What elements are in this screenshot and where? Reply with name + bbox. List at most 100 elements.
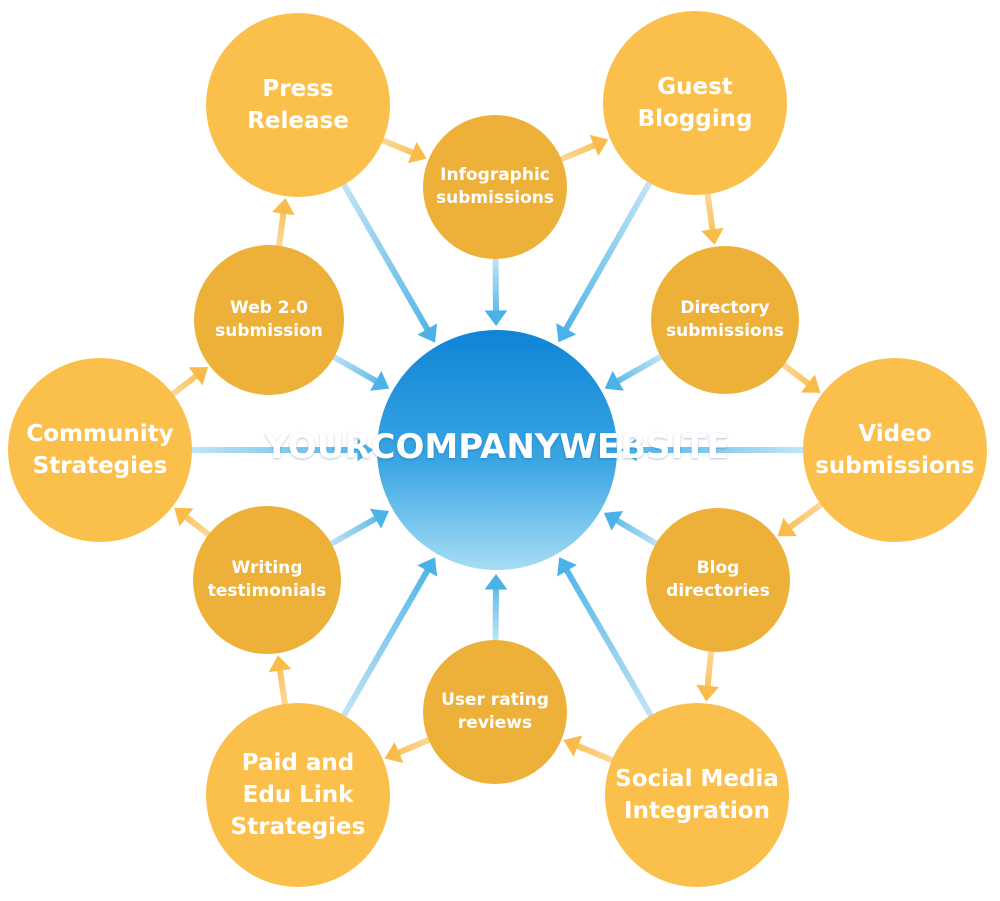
node-paid-edu-link-strategies — [206, 703, 390, 887]
label-line: Press — [262, 76, 334, 102]
arrow-press-release-to-infographic-submissions — [379, 136, 427, 164]
label-line: Video — [858, 421, 932, 447]
arrow-video-submissions-to-blog-directories — [777, 500, 825, 537]
label-line: Writing — [231, 558, 303, 578]
node-writing-testimonials — [193, 506, 341, 654]
label-line: Directory — [680, 298, 770, 318]
node-user-rating-reviews — [423, 640, 567, 784]
links-to-center — [188, 177, 807, 721]
arrow-community-strategies-to-center — [188, 438, 373, 462]
label-directory-submissions: Directory submissions — [655, 297, 795, 343]
label-line: Paid and — [241, 750, 355, 776]
label-line: Infographic — [440, 165, 550, 185]
label-video-submissions: Video submissions — [807, 418, 983, 482]
arrow-web-2-submission-to-center — [329, 352, 390, 391]
center-company-website — [377, 330, 617, 570]
label-user-rating-reviews: User rating reviews — [427, 689, 563, 735]
arrowhead-icon — [801, 374, 821, 393]
label-writing-testimonials: Writing testimonials — [197, 557, 337, 603]
label-line: Release — [247, 108, 349, 134]
label-line: Integration — [624, 798, 770, 824]
arrow-infographic-submissions-to-center — [484, 254, 508, 327]
node-press-release — [206, 13, 390, 197]
label-line: Social Media — [615, 766, 779, 792]
arrow-blog-directories-to-social-media-integration — [696, 649, 720, 702]
arrowhead-icon — [188, 366, 208, 386]
label-line: submissions — [666, 321, 784, 341]
label-line: Edu Link — [242, 782, 354, 808]
label-line: Strategies — [32, 453, 168, 479]
label-line: Strategies — [230, 814, 366, 840]
arrowhead-icon — [701, 227, 724, 245]
label-blog-directories: Blog directories — [650, 557, 786, 603]
arrow-user-rating-reviews-to-paid-edu-link-strategies — [384, 736, 432, 763]
node-infographic-submissions — [423, 115, 567, 259]
arrow-directory-submissions-to-center — [604, 352, 666, 391]
node-community-strategies — [8, 358, 192, 542]
ring-links — [169, 134, 825, 764]
label-line: User rating — [441, 690, 549, 710]
arrowhead-icon — [563, 735, 583, 757]
arrowhead-icon — [777, 517, 797, 537]
label-line: reviews — [457, 713, 533, 733]
node-guest-blogging — [603, 11, 787, 195]
arrow-video-submissions-to-center — [621, 438, 807, 462]
label-line: submissions — [436, 188, 554, 208]
center-label-line: COMPANY — [370, 427, 560, 467]
arrowhead-icon — [417, 557, 438, 577]
arrowhead-icon — [696, 684, 720, 702]
arrow-guest-blogging-to-center — [556, 177, 654, 343]
arrowhead-icon — [556, 323, 577, 343]
node-video-submissions — [803, 358, 987, 542]
arrow-social-media-integration-to-center — [557, 557, 656, 721]
label-infographic-submissions: Infographic submissions — [427, 164, 563, 210]
label-line: submission — [215, 321, 323, 341]
arrowhead-icon — [589, 134, 609, 156]
node-blog-directories — [646, 508, 790, 652]
arrowhead-icon — [417, 323, 438, 343]
arrowhead-icon — [484, 573, 508, 590]
label-line: Web 2.0 — [230, 298, 308, 318]
arrowhead-icon — [370, 370, 390, 391]
label-line: testimonials — [207, 581, 327, 601]
label-line: submissions — [815, 453, 975, 479]
arrow-paid-edu-link-strategies-to-writing-testimonials — [268, 655, 292, 707]
arrowhead-icon — [369, 508, 390, 529]
arrowhead-icon — [621, 438, 637, 462]
arrow-community-strategies-to-web-2-submission — [169, 366, 208, 398]
node-directory-submissions — [651, 246, 799, 394]
node-social-media-integration — [605, 703, 789, 887]
arrow-writing-testimonials-to-center — [326, 508, 390, 549]
arrow-social-media-integration-to-user-rating-reviews — [563, 735, 615, 764]
label-web-2-submission: Web 2.0 submission — [198, 297, 340, 343]
node-circles — [8, 11, 987, 887]
node-web-2-submission — [194, 245, 344, 395]
arrow-paid-edu-link-strategies-to-center — [339, 557, 438, 721]
arrow-guest-blogging-to-directory-submissions — [701, 191, 724, 245]
arrow-infographic-submissions-to-guest-blogging — [558, 134, 609, 163]
arrow-blog-directories-to-center — [603, 510, 661, 549]
arrowhead-icon — [603, 510, 624, 531]
arrow-web-2-submission-to-press-release — [272, 198, 295, 249]
arrowhead-icon — [272, 198, 295, 216]
center-label-line: WEBSITE — [559, 427, 730, 467]
label-line: Blog — [696, 558, 740, 578]
center-label-line: YOUR — [264, 427, 371, 467]
arrowhead-icon — [357, 438, 373, 462]
arrowhead-icon — [384, 741, 404, 763]
arrowhead-icon — [174, 507, 194, 527]
label-line: directories — [666, 581, 770, 601]
label-line: Guest — [657, 74, 733, 100]
arrowhead-icon — [557, 557, 577, 577]
arrowhead-icon — [407, 142, 427, 164]
arrowhead-icon — [484, 310, 508, 327]
label-line: Community — [26, 421, 174, 447]
